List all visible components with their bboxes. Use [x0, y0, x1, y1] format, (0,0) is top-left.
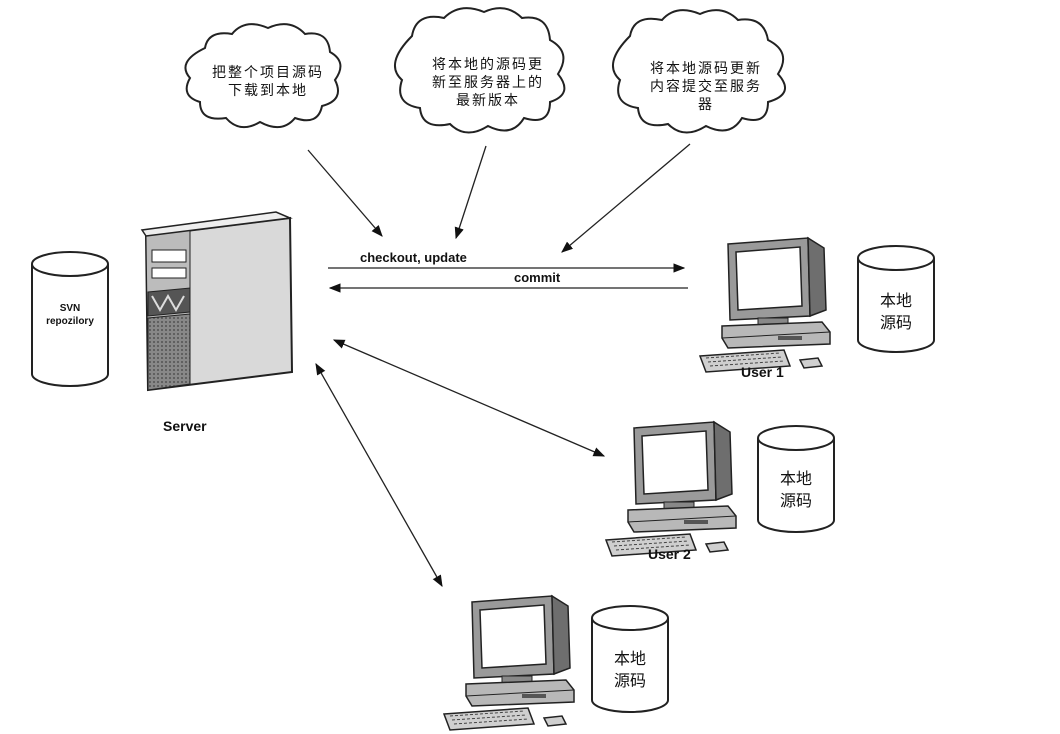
cloud-3-line-1: 将本地源码更新: [650, 61, 762, 77]
svn-repository-line-2: repozilory: [46, 316, 94, 327]
server-label: Server: [163, 418, 207, 434]
cloud-3-line-3: 器: [698, 97, 714, 113]
cloud-2-pointer: [454, 145, 487, 240]
cloud-1-pointer: [307, 149, 383, 237]
checkout-update-label: checkout, update: [360, 250, 467, 265]
user-2-storage-line-2: 源码: [779, 491, 812, 510]
cloud-1: [184, 23, 342, 129]
cloud-2-line-3: 最新版本: [456, 93, 520, 109]
cloud-2: [393, 7, 566, 134]
cloud-3-pointer: [561, 143, 691, 253]
user-1-label: User 1: [741, 364, 784, 380]
cloud-1-line-1: 把整个项目源码: [212, 65, 324, 81]
user-1-storage-line-2: 源码: [879, 313, 912, 332]
cloud-3-line-2: 内容提交至服务: [650, 79, 762, 95]
cloud-1-line-2: 下载到本地: [228, 83, 308, 99]
cloud-2-line-1: 将本地的源码更: [432, 57, 544, 73]
cloud-3-text: 将本地源码更新 内容提交至服务 器: [636, 60, 776, 114]
user-2-computer-icon: [605, 421, 737, 557]
svn-repository-line-1: SVN: [59, 303, 81, 314]
user-3-computer-icon: [443, 595, 575, 731]
server-icon: [140, 211, 294, 392]
cloud-2-line-2: 新至服务器上的: [432, 75, 544, 91]
user-1-storage-label: 本地 源码: [858, 290, 934, 334]
server-user3-arrow: [315, 362, 443, 588]
user-3-storage-label: 本地 源码: [592, 648, 668, 692]
user-2-label: User 2: [648, 546, 691, 562]
cloud-2-text: 将本地的源码更 新至服务器上的 最新版本: [420, 56, 556, 110]
user-3-storage-line-1: 本地: [613, 649, 646, 668]
server-user2-arrow: [332, 339, 606, 457]
user-2-storage-line-1: 本地: [779, 469, 812, 488]
user-3-storage-line-2: 源码: [613, 671, 646, 690]
user-1-storage-line-1: 本地: [879, 291, 912, 310]
svn-repository-label: SVN repozilory: [30, 302, 110, 328]
user-2-storage-label: 本地 源码: [758, 468, 834, 512]
cloud-3: [611, 9, 787, 134]
svn-repository-cylinder: [31, 251, 109, 387]
user-1-computer-icon: [699, 237, 831, 373]
commit-label: commit: [514, 270, 561, 285]
cloud-1-text: 把整个项目源码 下载到本地: [206, 64, 330, 100]
